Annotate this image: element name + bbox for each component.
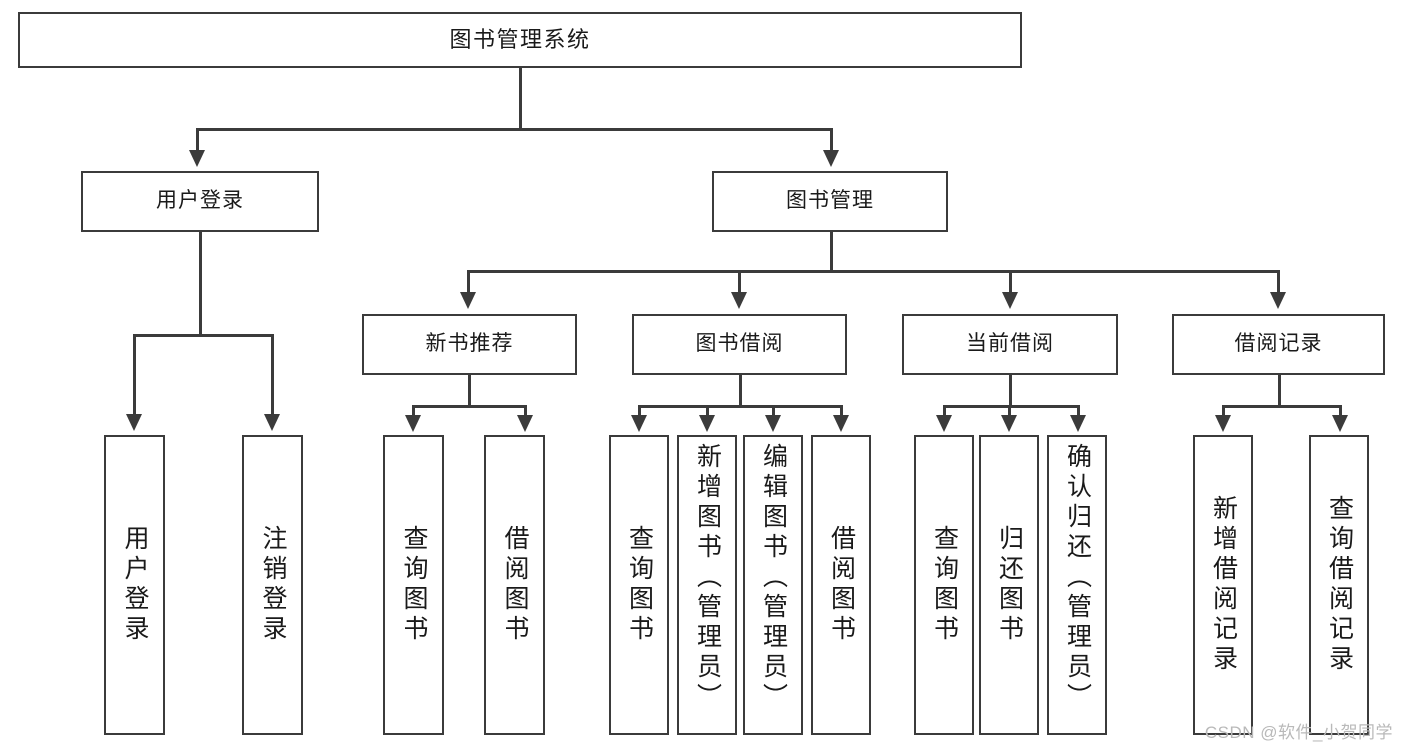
connector-book-borrow-drop-1 [638,405,641,417]
connector-new-book-drop-2 [524,405,527,417]
connector-book-borrow-bar [638,405,841,408]
connector-new-book-stem [468,375,471,407]
connector-borrow-record-drop-2 [1339,405,1342,417]
leaf-edit-book-admin[interactable]: 编辑图书（管理员） [743,435,803,735]
leaf-add-borrow-record[interactable]: 新增借阅记录 [1193,435,1253,735]
connector-book-management-stem [830,232,833,272]
arrowhead-to-borrow-record [1270,292,1286,309]
node-root-book-management-system[interactable]: 图书管理系统 [18,12,1022,68]
leaf-confirm-return-admin[interactable]: 确认归还（管理员） [1047,435,1107,735]
connector-current-borrow-drop-2 [1008,405,1011,417]
node-label: 新书推荐 [425,332,514,356]
arrowhead-to-leaf-logout [264,414,280,431]
arrowhead-to-book-management [823,150,839,167]
node-label: 图书管理 [786,189,874,213]
node-label: 查询图书 [625,525,654,645]
arrowhead-to-current-borrow [1002,292,1018,309]
node-new-book-recommend[interactable]: 新书推荐 [362,314,577,375]
node-label: 归还图书 [995,525,1024,645]
leaf-return-book[interactable]: 归还图书 [979,435,1039,735]
arrowhead-to-user-login [189,150,205,167]
node-label: 新增借阅记录 [1209,495,1238,675]
arrowhead-to-leaf-query-book-3 [936,415,952,432]
connector-tier2-drop-left [196,128,199,152]
leaf-query-book-current[interactable]: 查询图书 [914,435,974,735]
connector-user-login-drop-2 [271,334,274,416]
connector-current-borrow-drop-1 [943,405,946,417]
leaf-borrow-book[interactable]: 借阅图书 [811,435,871,735]
node-label: 用户登录 [121,525,149,645]
node-book-borrow[interactable]: 图书借阅 [632,314,847,375]
connector-user-login-stem [199,232,202,336]
connector-tier3-drop-2 [738,270,741,294]
node-user-login[interactable]: 用户登录 [81,171,319,232]
node-label: 查询图书 [400,525,428,645]
leaf-borrow-book-new-recommend[interactable]: 借阅图书 [484,435,545,735]
connector-current-borrow-drop-3 [1077,405,1080,417]
connector-book-borrow-drop-2 [706,405,709,417]
node-label: 确认归还（管理员） [1063,443,1092,713]
arrowhead-to-leaf-return-book [1001,415,1017,432]
connector-borrow-record-drop-1 [1222,405,1225,417]
connector-new-book-bar [412,405,525,408]
node-label: 编辑图书（管理员） [759,443,788,713]
arrowhead-to-leaf-query-book-2 [631,415,647,432]
leaf-query-book-borrow[interactable]: 查询图书 [609,435,669,735]
connector-current-borrow-bar [943,405,1078,408]
arrowhead-to-leaf-query-record [1332,415,1348,432]
connector-tier3-bar [467,270,1279,273]
node-current-borrow[interactable]: 当前借阅 [902,314,1118,375]
arrowhead-to-leaf-add-book [699,415,715,432]
connector-book-borrow-stem [739,375,742,407]
arrowhead-to-leaf-confirm-return [1070,415,1086,432]
leaf-add-book-admin[interactable]: 新增图书（管理员） [677,435,737,735]
arrowhead-to-leaf-borrow-book-1 [517,415,533,432]
node-label: 借阅图书 [501,525,529,645]
connector-current-borrow-stem [1009,375,1012,407]
connector-user-login-drop-1 [133,334,136,416]
connector-tier3-drop-1 [467,270,470,294]
leaf-logout[interactable]: 注销登录 [242,435,303,735]
connector-book-borrow-drop-3 [772,405,775,417]
node-label: 当前借阅 [966,332,1054,356]
connector-root-stem [519,68,522,130]
leaf-user-login[interactable]: 用户登录 [104,435,165,735]
node-label: 借阅图书 [827,525,856,645]
arrowhead-to-leaf-add-record [1215,415,1231,432]
arrowhead-to-new-book-recommend [460,292,476,309]
node-book-management[interactable]: 图书管理 [712,171,948,232]
leaf-query-book-new-recommend[interactable]: 查询图书 [383,435,444,735]
node-label: 查询图书 [930,525,959,645]
node-label: 查询借阅记录 [1325,495,1354,675]
node-label: 图书借阅 [695,332,784,356]
node-label: 注销登录 [259,525,287,645]
node-label: 新增图书（管理员） [693,443,722,713]
connector-tier2-drop-right [830,128,833,152]
connector-user-login-bar [133,334,273,337]
arrowhead-to-leaf-user-login [126,414,142,431]
connector-tier3-drop-3 [1009,270,1012,294]
connector-tier3-drop-4 [1277,270,1280,294]
arrowhead-to-leaf-borrow-book-2 [833,415,849,432]
connector-tier2-bar [196,128,832,131]
node-label: 图书管理系统 [449,27,591,53]
connector-book-borrow-drop-4 [840,405,843,417]
connector-borrow-record-bar [1222,405,1340,408]
connector-new-book-drop-1 [412,405,415,417]
arrowhead-to-book-borrow [731,292,747,309]
arrowhead-to-leaf-edit-book [765,415,781,432]
node-label: 用户登录 [156,189,244,213]
node-borrow-record[interactable]: 借阅记录 [1172,314,1385,375]
leaf-query-borrow-record[interactable]: 查询借阅记录 [1309,435,1369,735]
connector-borrow-record-stem [1278,375,1281,407]
node-label: 借阅记录 [1234,332,1323,356]
arrowhead-to-leaf-query-book-1 [405,415,421,432]
